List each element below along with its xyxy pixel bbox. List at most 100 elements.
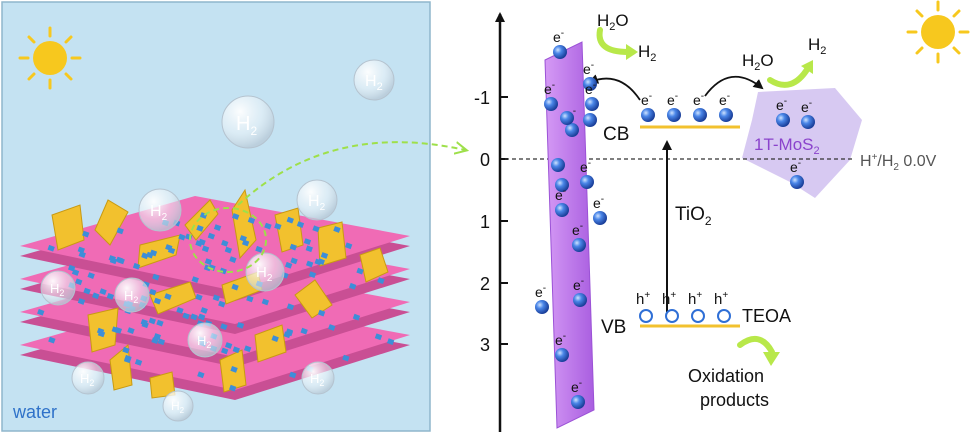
electron (551, 158, 565, 172)
electron: e- (667, 91, 681, 122)
sheet-dot (344, 242, 353, 250)
water-panel: H2 H2 H2 H2 H2 H2 (1, 1, 431, 432)
sheet-dot (308, 271, 317, 279)
sheet-dot (290, 257, 298, 265)
electrode-bar (544, 41, 595, 429)
sheet-dot (303, 238, 312, 245)
sheet-dot (232, 346, 240, 354)
svg-text:H2: H2 (80, 371, 94, 388)
axis-tick-label: 2 (480, 274, 490, 294)
sheet-dot (352, 313, 361, 321)
reaction-arrow-bottom (737, 335, 775, 355)
sheet-dot (140, 319, 148, 326)
sheet-dot (230, 366, 238, 373)
sheet-dot (153, 333, 162, 340)
electron-label: e- (801, 98, 812, 115)
sheet-dot (239, 235, 247, 242)
oxidation-label-line1: Oxidation (688, 366, 764, 386)
sheet-dot (271, 335, 279, 343)
sheet-dot (243, 345, 252, 353)
electron (555, 178, 569, 192)
electron (560, 111, 574, 125)
sheet-dot (117, 257, 125, 265)
tio2-label: TiO2 (675, 204, 712, 228)
sheet-dot (356, 267, 364, 275)
electron: e- (535, 283, 549, 314)
electron-label: e- (790, 158, 801, 175)
sheet-dot (148, 317, 156, 325)
sheet-dot (196, 224, 204, 232)
svg-text:H2: H2 (365, 73, 383, 93)
sheet-dot (274, 222, 282, 230)
electrons: e-e-e-e-e-e-e-e-e-e-e-e-e-e-e-e-e-e-e-e- (535, 28, 815, 409)
electron-label: e- (571, 378, 582, 395)
sheet-dot (78, 251, 86, 258)
electron: e- (776, 96, 790, 127)
axis-tick-label: -1 (474, 88, 490, 108)
h2-bubble: H2 (114, 277, 150, 313)
svg-text:H2: H2 (236, 113, 257, 138)
electron: e- (801, 98, 815, 129)
h2-top-label: H2 (638, 42, 656, 64)
electron-label: e- (573, 276, 584, 293)
electron: e- (693, 91, 707, 122)
transfer-arrow-right (704, 75, 764, 97)
electron: e- (580, 158, 594, 189)
electron-label: e- (776, 96, 787, 113)
sheet-dot (305, 245, 313, 253)
sheet-dot (247, 217, 256, 224)
sheet-dot (134, 359, 143, 366)
electron-label: e- (580, 158, 591, 175)
potential-axis: -1 0 1 2 3 (474, 12, 508, 432)
axis-tick-label: 0 (480, 150, 490, 170)
potential-label: H+/H2 0.0V (860, 152, 937, 173)
sheet-dot (191, 276, 199, 283)
h2-bubble: H2 (162, 390, 194, 422)
sheet-dot (286, 216, 294, 224)
svg-text:H2: H2 (197, 333, 211, 350)
electron: e- (719, 91, 733, 122)
svg-text:H2: H2 (124, 288, 138, 305)
electron: e- (572, 221, 586, 252)
electron: e- (573, 276, 587, 307)
electron: e- (585, 80, 599, 111)
electron-label: e- (572, 221, 583, 238)
sheet-dot (146, 251, 154, 259)
electron: e- (593, 194, 607, 225)
sheet-dot (106, 293, 115, 300)
sheet-dot (75, 278, 83, 286)
sun-icon-left (18, 26, 82, 90)
electron-label: e- (544, 80, 555, 97)
sheet-dot (178, 233, 186, 241)
sheet-dot (377, 277, 385, 285)
electron: e- (553, 28, 567, 59)
sheet-dot (157, 338, 166, 346)
svg-text:H2: H2 (171, 399, 185, 415)
sheet-dot (255, 245, 263, 253)
hole-label: h+ (688, 290, 702, 308)
sheet-dot (374, 333, 383, 341)
sheet-dot (207, 232, 216, 240)
sheet-dot (219, 267, 227, 275)
sheet-dot (342, 354, 350, 362)
sheet-dot (48, 336, 56, 344)
mos2-label: 1T-MoS2 (754, 135, 820, 157)
sheet-dot (83, 287, 91, 295)
sheet-dot (314, 258, 322, 266)
sheet-dot (284, 261, 293, 269)
electron-label: e- (641, 91, 652, 108)
h2-right-label: H2 (808, 35, 826, 57)
sheet-dot (296, 221, 305, 228)
sheet-dot (312, 225, 320, 233)
sheet-dot (97, 330, 106, 338)
hole-circle (717, 309, 731, 323)
hole-circle (665, 309, 679, 323)
electron-label: e- (719, 91, 730, 108)
hole-label: h+ (662, 290, 676, 308)
electron-label: e- (535, 283, 546, 300)
h2-bubble: H2 (296, 179, 338, 221)
sheet-dot (77, 298, 86, 305)
h2-bubble: H2 (301, 361, 335, 395)
sheet-dot (229, 256, 237, 263)
sheet-dot (165, 244, 173, 251)
